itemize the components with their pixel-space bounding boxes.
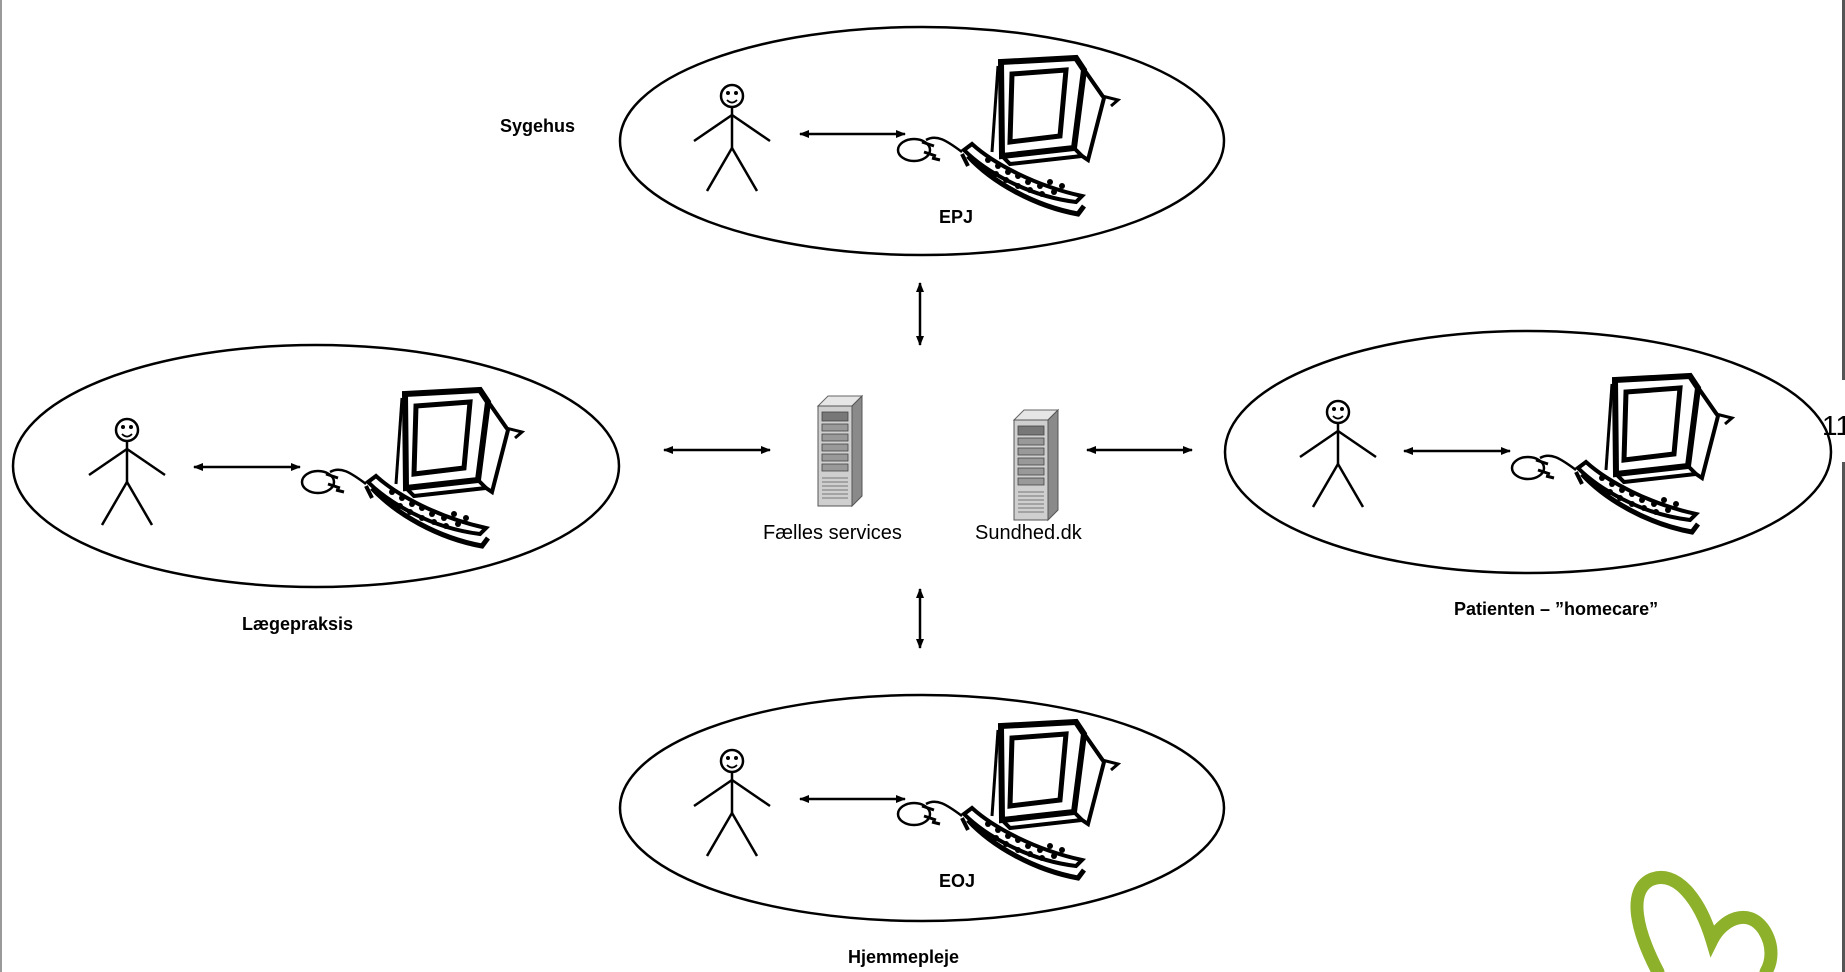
epj-system-label: EPJ xyxy=(939,207,974,227)
slide-left-edge xyxy=(0,0,2,972)
laegepraksis-label: Lægepraksis xyxy=(242,614,354,634)
sygehus-node xyxy=(618,25,1226,257)
faelles-services-server-icon xyxy=(817,395,863,507)
patienten-label: Patienten – ”homecare” xyxy=(1454,599,1659,619)
organization-logo xyxy=(1630,871,1778,972)
faelles-services-label: Fælles services xyxy=(763,522,902,544)
patienten-node xyxy=(1223,329,1833,575)
sundhed-dk-server-icon xyxy=(1013,409,1059,521)
patienten-ellipse xyxy=(1223,329,1833,575)
hjemmepleje-node xyxy=(618,693,1226,923)
sygehus-label: Sygehus xyxy=(500,116,576,136)
page-number: 11 xyxy=(1822,410,1845,441)
hjemmepleje-label: Hjemmepleje xyxy=(848,947,960,967)
sundhed-dk-label: Sundhed.dk xyxy=(975,522,1082,544)
slide-right-edge-bottom xyxy=(1842,462,1845,972)
slide-right-edge-top xyxy=(1842,0,1845,380)
eoj-system-label: EOJ xyxy=(939,871,976,891)
laegepraksis-node xyxy=(11,343,621,589)
